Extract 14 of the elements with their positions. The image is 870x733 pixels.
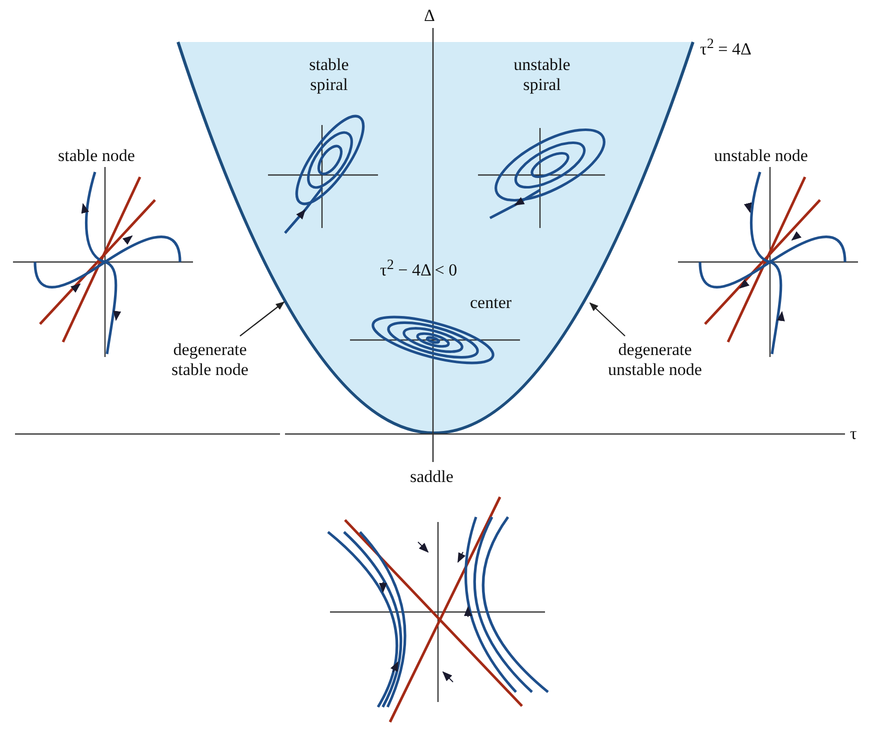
- annotation-label: degenerate unstable node: [590, 340, 720, 380]
- region-label: stable node: [58, 146, 135, 166]
- region-label: stable spiral: [308, 55, 350, 95]
- region-label: unstable spiral: [512, 55, 572, 95]
- region-label: unstable node: [714, 146, 808, 166]
- region-label: center: [470, 293, 512, 313]
- leader-line: [589, 302, 626, 336]
- curve-label: τ$^{2}$ = 4Δ: [700, 35, 752, 60]
- axis-label: τ: [850, 424, 857, 444]
- leader-line: [240, 301, 285, 336]
- region-label: saddle: [410, 467, 454, 487]
- axis-label: Δ: [424, 6, 435, 26]
- annotation-label: degenerate stable node: [160, 340, 260, 380]
- region-label: τ$^{2}$ − 4Δ < 0: [380, 256, 458, 281]
